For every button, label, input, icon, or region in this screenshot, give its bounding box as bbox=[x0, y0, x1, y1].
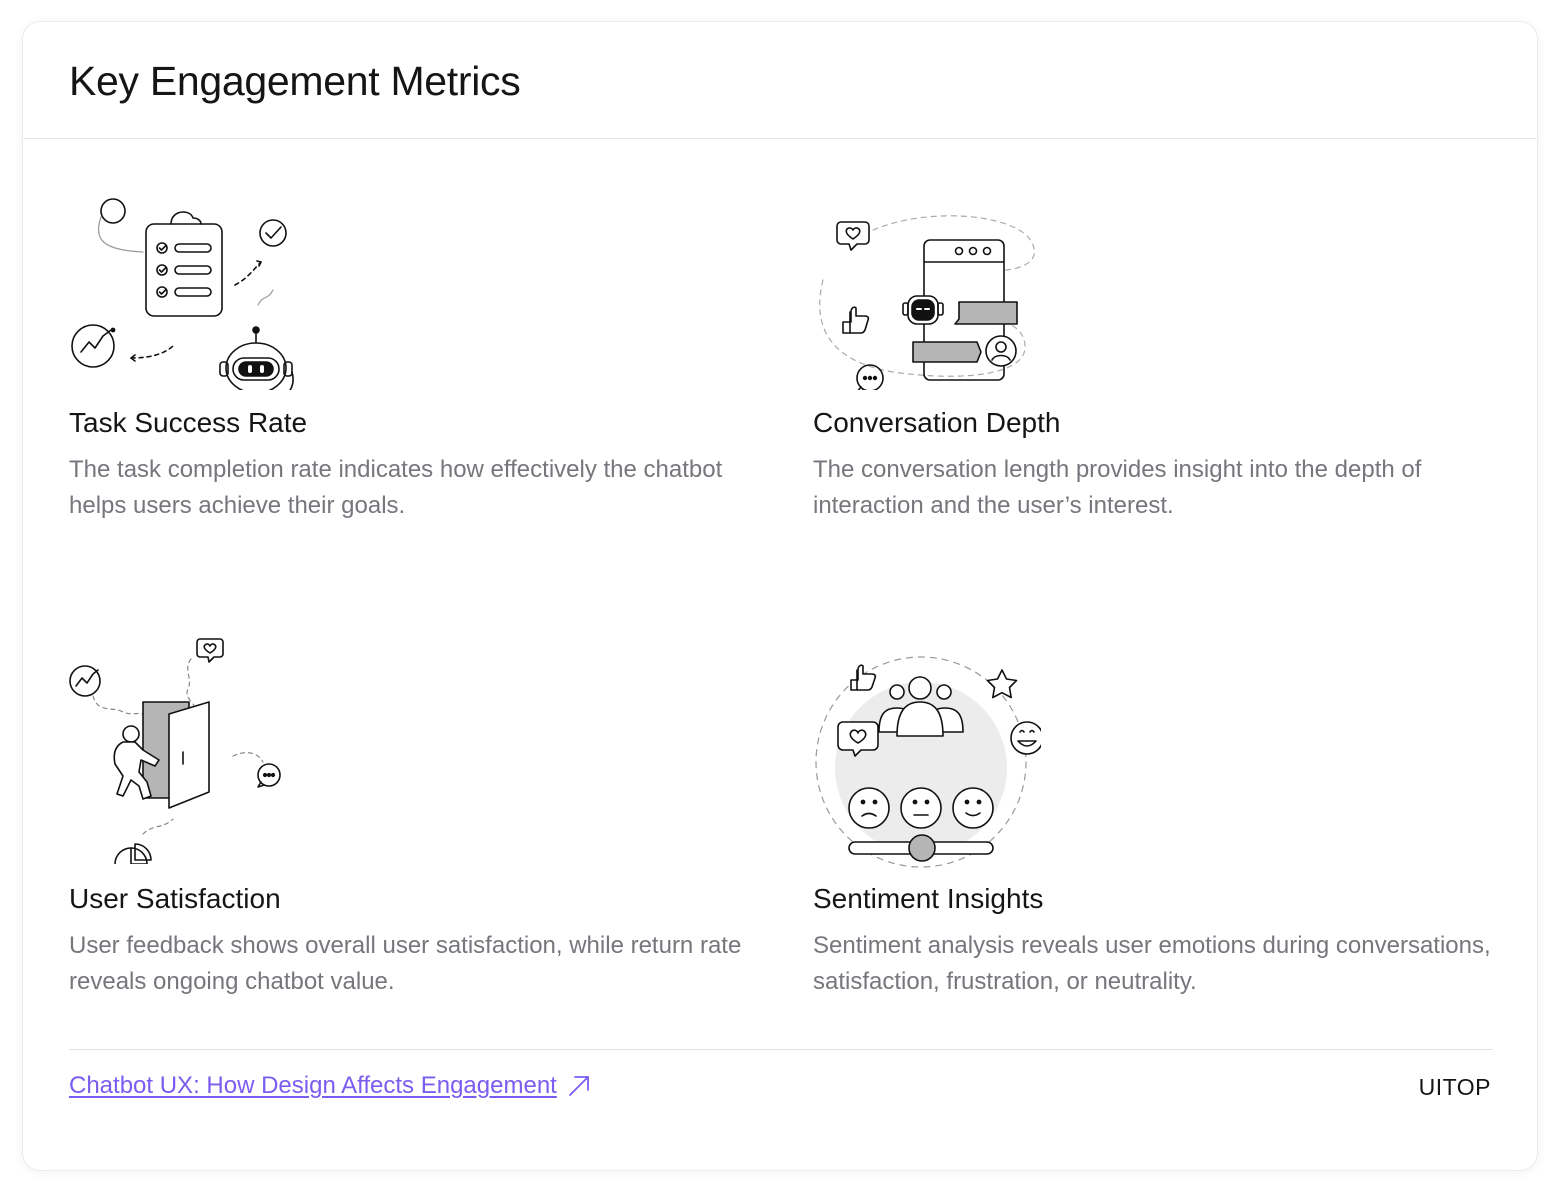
brand-logo: UITOP bbox=[1418, 1074, 1491, 1100]
person-exiting-door-illustration bbox=[63, 634, 303, 881]
card-header: Key Engagement Metrics bbox=[23, 22, 1537, 139]
metric-title: Conversation Depth bbox=[813, 407, 1061, 438]
metric-description: User feedback shows overall user satisfa… bbox=[69, 932, 742, 995]
metric-description: The conversation length provides insight… bbox=[813, 456, 1422, 519]
article-link[interactable]: Chatbot UX: How Design Affects Engagemen… bbox=[69, 1072, 591, 1100]
metric-sentiment-insights: Sentiment Insights Sentiment analysis re… bbox=[813, 882, 1493, 1000]
arrow-up-right-icon bbox=[568, 1076, 589, 1096]
metrics-card: Key Engagement Metrics bbox=[22, 21, 1538, 1171]
phone-chat-bubbles-illustration bbox=[813, 210, 1053, 395]
metric-conversation-depth: Conversation Depth The conversation leng… bbox=[813, 406, 1493, 524]
metric-title: Sentiment Insights bbox=[813, 883, 1044, 914]
page-title: Key Engagement Metrics bbox=[69, 58, 521, 104]
article-link-label: Chatbot UX: How Design Affects Engagemen… bbox=[69, 1072, 557, 1099]
clipboard-checklist-robot-illustration bbox=[63, 190, 303, 403]
metric-description: Sentiment analysis reveals user emotions… bbox=[813, 932, 1491, 995]
footer-divider bbox=[69, 1049, 1493, 1050]
metric-title: User Satisfaction bbox=[69, 883, 281, 914]
metric-user-satisfaction: User Satisfaction User feedback shows ov… bbox=[69, 882, 749, 1000]
group-emotion-faces-illustration bbox=[811, 640, 1044, 875]
metric-description: The task completion rate indicates how e… bbox=[69, 456, 723, 519]
metric-title: Task Success Rate bbox=[69, 407, 308, 438]
metric-task-success-rate: Task Success Rate The task completion ra… bbox=[69, 406, 749, 524]
